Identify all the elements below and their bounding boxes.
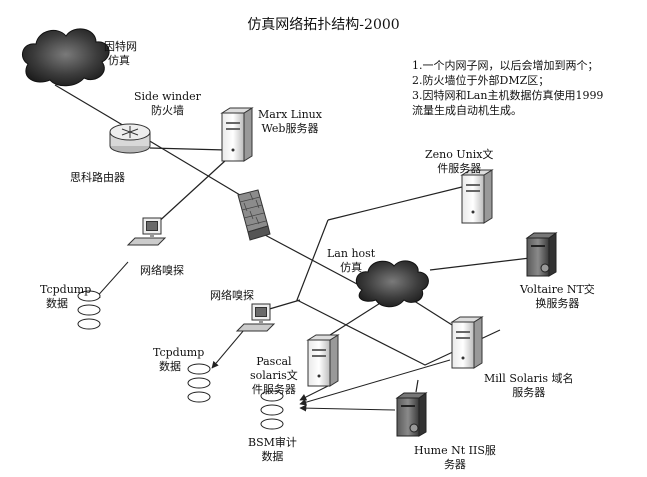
- link-voltaire-segment: [429, 257, 531, 271]
- mill-server-icon: [450, 316, 484, 369]
- arrow-hume-bsm: [299, 404, 396, 412]
- firewall-label: Side winder 防火墙: [134, 90, 201, 117]
- firewall-icon: [237, 189, 271, 241]
- note-line: 1.一个内网子网，以后会增加到两个；: [412, 59, 599, 72]
- arrow-pascal-bsm: [299, 384, 331, 401]
- diagram-title: 仿真网络拓扑结构-2000: [247, 17, 400, 33]
- hume-server-icon: [395, 392, 428, 437]
- notes-block: 1.一个内网子网，以后会增加到两个； 2.防火墙位于外部DMZ区； 3.因特网和…: [412, 58, 603, 118]
- link-lanhost-pascal: [329, 299, 386, 336]
- zeno-label: Zeno Unix文 件服务器: [425, 148, 494, 175]
- voltaire-server-icon: [525, 232, 558, 277]
- link-router-firewall: [147, 139, 241, 196]
- bsm-label: BSM审计 数据: [248, 436, 297, 463]
- sniffer2-workstation-icon: [235, 303, 276, 332]
- link-segment-hume: [415, 379, 419, 393]
- marx-label: Marx Linux Web服务器: [258, 108, 322, 135]
- data-arrows: [93, 261, 451, 412]
- internet-cloud-icon: [21, 28, 110, 87]
- router-label: 思科路由器: [70, 171, 125, 184]
- note-line: 2.防火墙位于外部DMZ区；: [412, 74, 550, 87]
- sniffer1-label: 网络嗅探: [140, 264, 184, 277]
- tcpdump2-data-icon: [187, 363, 211, 403]
- hume-label: Hume Nt IIS服 务器: [414, 444, 496, 471]
- lanhost-label: Lan host 仿真: [327, 247, 376, 274]
- bsm-data-icon: [260, 390, 284, 430]
- link-sniffer2-segment: [265, 299, 301, 311]
- arrow-sniffer2-tcpdump2: [211, 329, 245, 369]
- link-router-marx: [149, 147, 227, 151]
- mill-label: Mill Solaris 域名 服务器: [484, 372, 574, 399]
- internet-label: 因特网 仿真: [104, 40, 137, 67]
- tcpdump2-label: Tcpdump 数据: [153, 346, 205, 373]
- link-marx-sniffer: [154, 159, 227, 226]
- tcpdump1-label: Tcpdump 数据: [40, 283, 92, 310]
- arrow-sniffer1-tcpdump1: [93, 261, 129, 301]
- sniffer1-workstation-icon: [126, 217, 167, 246]
- router-icon: [109, 123, 151, 154]
- marx-server-icon: [220, 107, 254, 162]
- link-firewall-lanhost: [264, 234, 373, 293]
- pascal-label: Pascal solaris文 件服务器: [250, 355, 298, 396]
- link-zeno-segment: [327, 184, 471, 221]
- link-internet-router: [54, 84, 127, 128]
- sniffer2-label: 网络嗅探: [210, 289, 254, 302]
- tcpdump1-data-icon: [77, 290, 101, 330]
- pascal-server-icon: [306, 334, 340, 387]
- zeno-server-icon: [460, 169, 494, 224]
- lanhost-cloud-icon: [355, 260, 429, 308]
- arrow-mill-bsm: [299, 359, 451, 406]
- note-line: 流量生成自动机生成。: [412, 104, 522, 117]
- note-line: 3.因特网和Lan主机数据仿真使用1999: [412, 89, 604, 102]
- voltaire-label: Voltaire NT交 换服务器: [520, 283, 595, 310]
